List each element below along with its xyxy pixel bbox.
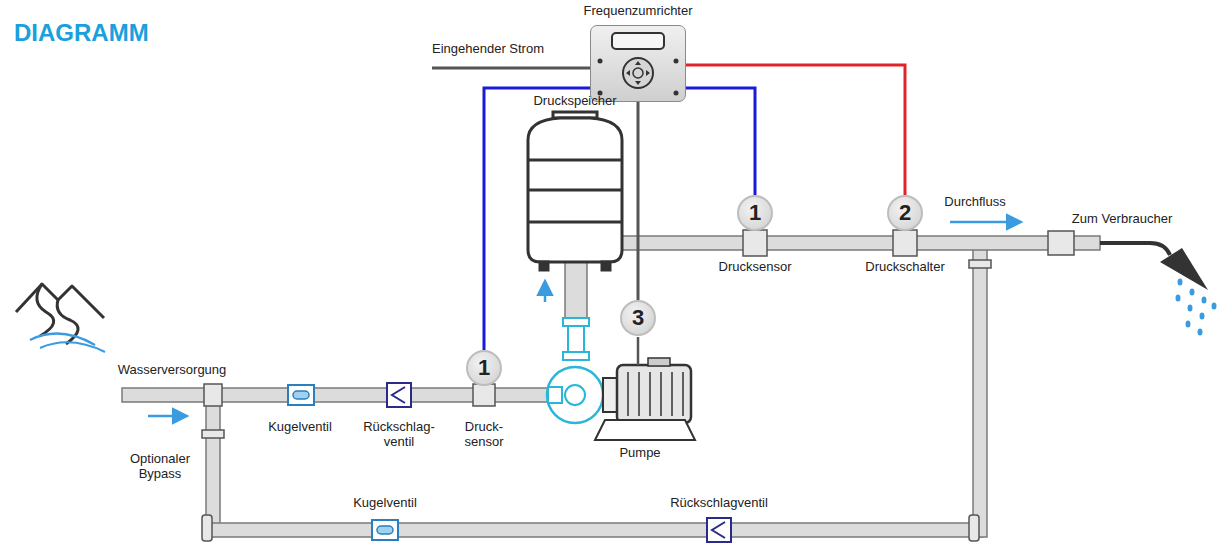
motor-wire [637, 337, 640, 365]
callout-number: 1 [466, 350, 502, 386]
shower-head-icon [1100, 243, 1217, 336]
part-label: Rückschlagventil [670, 496, 768, 511]
flow-arrow [544, 282, 547, 302]
callout-number: 2 [887, 195, 923, 231]
converter-panel [590, 25, 686, 102]
pressure-tank [528, 112, 622, 270]
part-label: Optionaler Bypass [118, 452, 202, 482]
callout-number-text: 1 [478, 355, 490, 381]
pump [547, 318, 695, 440]
component-label: Frequenzumrichter [583, 3, 692, 18]
part-label: Druckschalter [865, 260, 944, 275]
callout-number-text: 1 [749, 200, 761, 226]
callout-number: 3 [620, 300, 656, 336]
part-label: Durchfluss [944, 195, 1005, 210]
part-label: Rückschlag- ventil [362, 420, 436, 450]
part-label: Kugelventil [353, 496, 417, 511]
signal-wire [484, 88, 590, 350]
water-source-icon [16, 284, 105, 352]
signal-wire [686, 88, 755, 195]
part-label: Kugelventil [268, 420, 332, 435]
frequency-converter: Frequenzumrichter [590, 25, 686, 102]
part-label: Zum Verbraucher [1072, 212, 1172, 227]
flow-arrow [950, 221, 1020, 224]
ball-valve [288, 385, 398, 540]
part-label: Druck- sensor [456, 420, 512, 450]
signal-wire [637, 102, 640, 300]
part-label: Pumpe [619, 446, 660, 461]
callout-number: 1 [737, 195, 773, 231]
part-label: Eingehender Strom [432, 42, 544, 57]
part-label: Wasserversorgung [118, 363, 227, 378]
flow-arrow [148, 415, 186, 418]
signal-wire [686, 65, 905, 195]
pipes [122, 236, 1100, 537]
callout-number-text: 3 [632, 305, 644, 331]
diagram-title: DIAGRAMM [14, 19, 149, 47]
callout-number-text: 2 [899, 200, 911, 226]
power-wire [432, 67, 590, 70]
part-label: Druckspeicher [533, 94, 616, 109]
part-label: Drucksensor [719, 260, 792, 275]
